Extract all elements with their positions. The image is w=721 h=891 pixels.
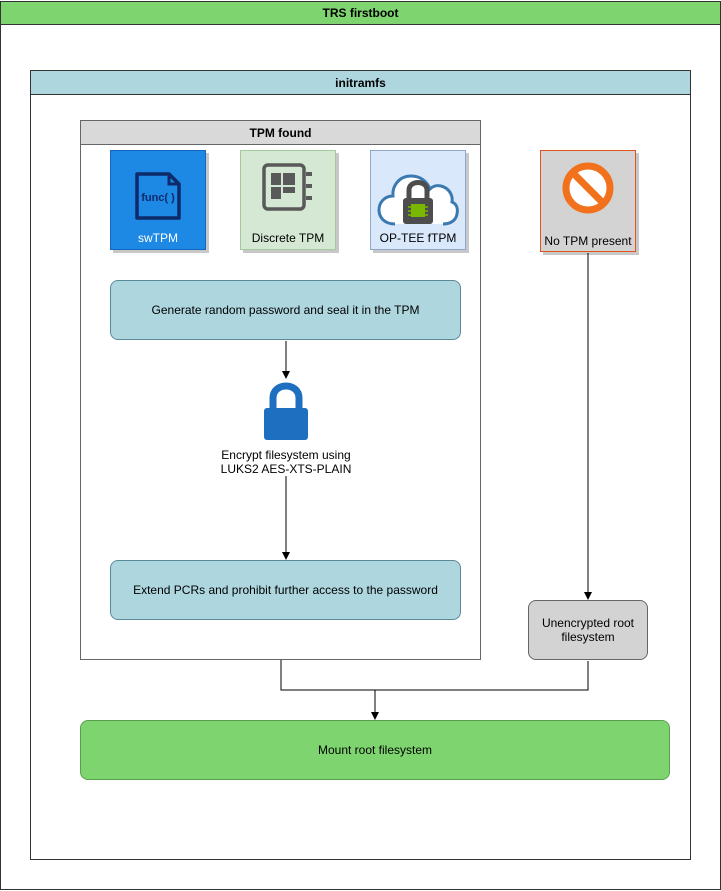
padlock-icon bbox=[264, 382, 308, 440]
cloud-lock-icon bbox=[377, 174, 459, 226]
swtpm-label: swTPM bbox=[138, 231, 178, 245]
initramfs-header: initramfs bbox=[31, 71, 690, 95]
encrypt-line-1: Encrypt filesystem using bbox=[221, 448, 351, 462]
mount-root-text: Mount root filesystem bbox=[317, 743, 433, 757]
encrypt-filesystem-label: Encrypt filesystem using LUKS2 AES-XTS-P… bbox=[186, 448, 386, 476]
discrete-tpm-card: Discrete TPM bbox=[240, 150, 336, 250]
unencrypted-line-1: Unencrypted root bbox=[541, 616, 635, 630]
generate-password-step: Generate random password and seal it in … bbox=[110, 280, 461, 340]
func-document-icon: func( ) bbox=[135, 172, 181, 220]
trs-firstboot-title: TRS firstboot bbox=[322, 6, 399, 20]
unencrypted-root-box: Unencrypted root filesystem bbox=[528, 600, 648, 660]
generate-password-text: Generate random password and seal it in … bbox=[151, 303, 420, 317]
extend-pcrs-step: Extend PCRs and prohibit further access … bbox=[110, 560, 461, 620]
discrete-tpm-label: Discrete TPM bbox=[251, 231, 325, 245]
encrypt-line-2: LUKS2 AES-XTS-PLAIN bbox=[220, 462, 352, 476]
tpm-found-header: TPM found bbox=[81, 121, 480, 145]
no-tpm-card: No TPM present bbox=[540, 150, 636, 252]
mount-root-box: Mount root filesystem bbox=[80, 720, 670, 780]
no-tpm-label: No TPM present bbox=[544, 234, 632, 248]
extend-pcrs-text: Extend PCRs and prohibit further access … bbox=[133, 583, 438, 597]
prohibited-icon bbox=[562, 162, 614, 214]
swtpm-card: func( ) swTPM bbox=[110, 150, 206, 250]
unencrypted-line-2: filesystem bbox=[561, 630, 615, 644]
trs-firstboot-header: TRS firstboot bbox=[1, 2, 720, 25]
optee-ftpm-label: OP-TEE fTPM bbox=[379, 231, 457, 245]
initramfs-title: initramfs bbox=[335, 75, 386, 90]
tpm-found-title: TPM found bbox=[249, 125, 312, 140]
chip-icon bbox=[262, 163, 312, 211]
optee-ftpm-card: OP-TEE fTPM bbox=[370, 150, 466, 250]
svg-text:func( ): func( ) bbox=[141, 192, 175, 204]
